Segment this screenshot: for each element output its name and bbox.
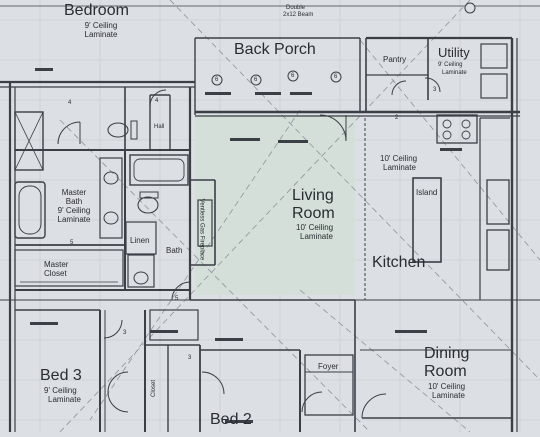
room-name-bedroom: Bedroom	[64, 2, 129, 19]
door-tag: 3	[123, 330, 127, 336]
room-name-dining-line1: Dining	[424, 345, 470, 362]
door-tag: 4	[68, 100, 72, 106]
door-tag: 6	[334, 74, 338, 80]
door-tag: 4	[155, 98, 159, 104]
room-name-bed2: Bed 2	[210, 411, 252, 428]
room-name-pantry: Pantry	[383, 55, 407, 64]
room-name-utility: Utility	[438, 45, 470, 60]
room-name-closet: Closet	[151, 379, 158, 398]
room-finish-dining: Laminate	[432, 391, 465, 400]
porch-columns	[211, 2, 476, 86]
room-name-bath: Bath	[166, 246, 183, 255]
room-name-kitchen: Kitchen	[372, 254, 426, 271]
door-tag: 2	[395, 115, 399, 121]
door-tag: 6	[291, 73, 295, 79]
room-finish-bedroom: Laminate	[84, 30, 118, 39]
dimension-tags	[30, 68, 462, 423]
room-ceiling-living: 10' Ceiling	[296, 223, 334, 232]
door-tag: 5	[70, 240, 74, 246]
room-name-master-bath-line1: Master	[61, 188, 87, 197]
room-finish-bed3: Laminate	[48, 395, 81, 404]
room-name-foyer: Foyer	[318, 362, 339, 371]
room-name-master-bath-line2: Bath	[65, 197, 83, 206]
room-name-bed3: Bed 3	[40, 367, 82, 384]
room-finish-kitchen: Laminate	[383, 163, 416, 172]
room-ceiling-bed3: 9' Ceiling	[44, 386, 77, 395]
room-name-linen: Linen	[130, 236, 150, 245]
door-swings	[57, 77, 441, 419]
room-finish-utility: Laminate	[442, 70, 467, 76]
door-tag: 5	[175, 296, 179, 302]
room-name-back-porch: Back Porch	[234, 41, 316, 58]
room-name-living-line2: Room	[292, 205, 335, 222]
room-ceiling-kitchen: 10' Ceiling	[380, 154, 418, 163]
room-ceiling-bedroom: 9' Ceiling	[84, 21, 118, 30]
island-label: Island	[416, 188, 438, 197]
room-finish-master-bath: Laminate	[57, 215, 91, 224]
beam-note-line1: Double	[286, 5, 306, 11]
door-tag: 3	[433, 87, 437, 93]
fireplace-note: Ventless Gas Fireplace	[198, 198, 205, 261]
room-ceiling-utility: 9' Ceiling	[438, 62, 463, 68]
room-name-dining-line2: Room	[424, 363, 467, 380]
room-ceiling-dining: 10' Ceiling	[428, 382, 466, 391]
door-tag: 6	[215, 77, 219, 83]
walls	[0, 5, 540, 432]
room-ceiling-master-bath: 9' Ceiling	[57, 206, 91, 215]
room-name-master-closet-line1: Master	[44, 260, 69, 269]
door-tag: 6	[254, 77, 258, 83]
door-tag: 3	[188, 355, 192, 361]
beam-note-line2: 2x12 Beam	[283, 12, 314, 18]
room-name-hall: Hall	[154, 124, 165, 130]
room-finish-living: Laminate	[300, 232, 333, 241]
room-name-master-closet-line2: Closet	[44, 269, 67, 278]
room-name-living-line1: Living	[292, 187, 334, 204]
